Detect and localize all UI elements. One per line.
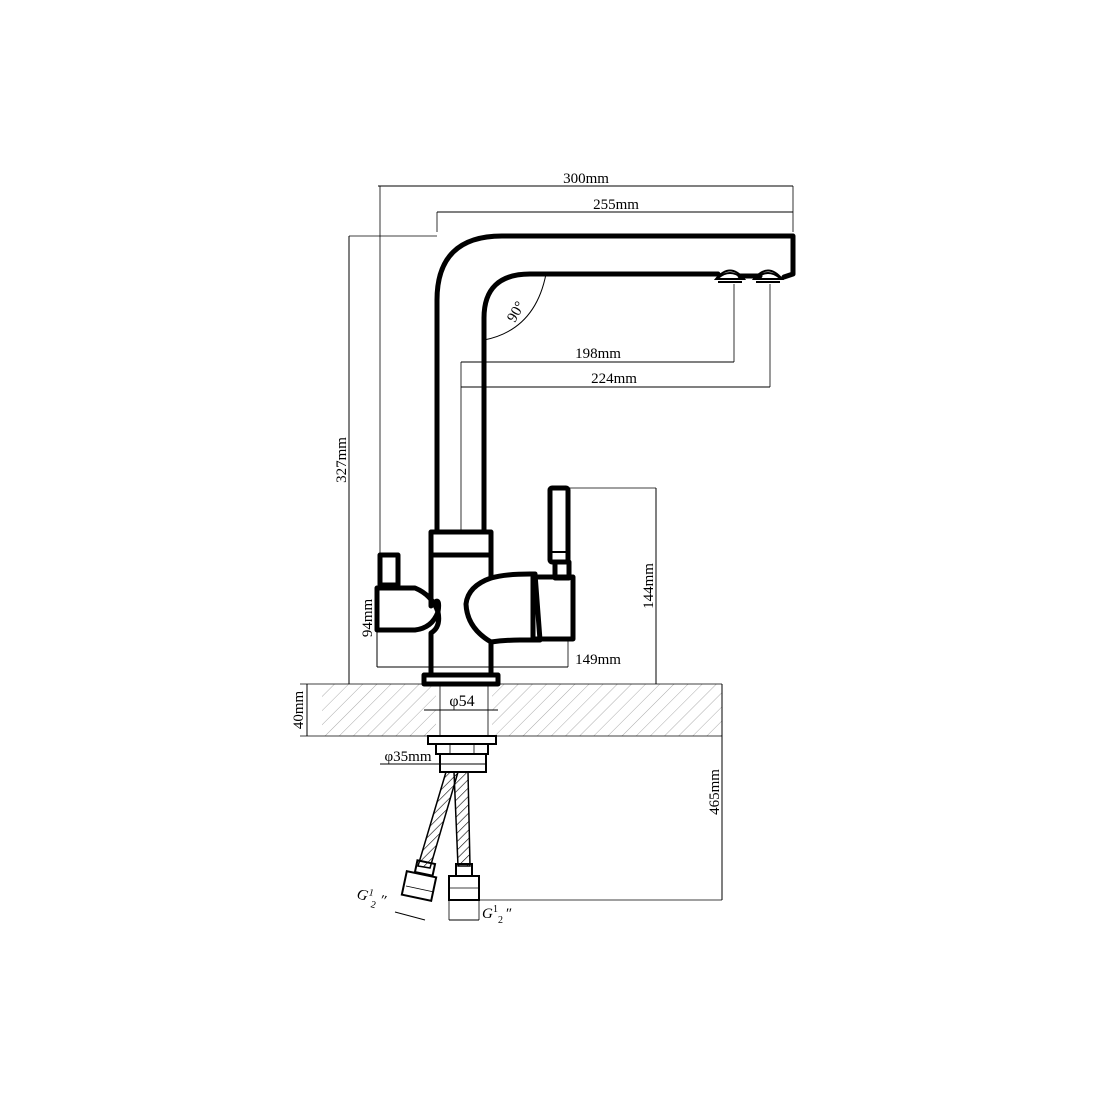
hoses	[400, 771, 480, 903]
thread-right-g: G	[482, 906, 493, 922]
thread-right-den: 2	[498, 915, 503, 926]
label-465mm: 465mm	[707, 769, 723, 815]
mounting-shank	[427, 684, 497, 773]
thread-left-num: 1	[367, 887, 375, 899]
label-144mm: 144mm	[641, 563, 657, 609]
label-224mm: 224mm	[591, 371, 637, 387]
label-g-half-right: G 1 2 ″	[482, 904, 512, 926]
label-255mm: 255mm	[593, 197, 639, 213]
dimension-lines	[306, 185, 794, 921]
thread-left-inch: ″	[377, 892, 388, 909]
label-phi54: φ54	[449, 693, 474, 710]
mixer-body	[421, 529, 501, 687]
thread-left-g: G	[355, 886, 370, 904]
label-40mm: 40mm	[291, 691, 307, 730]
label-327mm: 327mm	[334, 437, 350, 483]
left-valve	[374, 552, 441, 633]
label-198mm: 198mm	[575, 346, 621, 362]
label-g-half-left: G 1 2 ″	[355, 886, 388, 911]
worktop	[300, 683, 722, 737]
thread-right-num: 1	[493, 904, 498, 915]
label-90-degrees: 90°	[504, 299, 528, 325]
right-handle	[488, 485, 576, 645]
thread-right-inch: ″	[505, 906, 512, 922]
label-phi35mm: φ35mm	[385, 749, 432, 765]
aerator-nozzles	[713, 269, 785, 283]
dimension-labels: 300mm 255mm 327mm 198mm 224mm 90° 144mm …	[291, 171, 723, 926]
thread-left-den: 2	[369, 899, 377, 911]
label-300mm: 300mm	[563, 171, 609, 187]
label-149mm: 149mm	[575, 652, 621, 668]
label-94mm: 94mm	[360, 599, 376, 638]
